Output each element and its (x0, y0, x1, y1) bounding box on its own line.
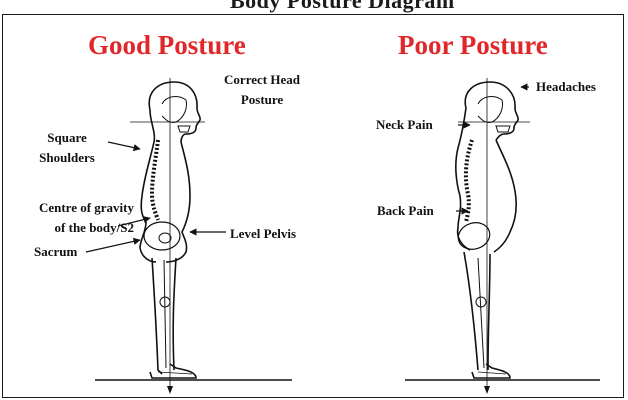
back-pain-label: Back Pain (377, 201, 434, 221)
plumb-arrow-icon (167, 386, 173, 394)
headaches-label: Headaches (536, 77, 596, 97)
poor-posture-heading: Poor Posture (398, 30, 548, 61)
correct-head-posture-label: Correct Head Posture (210, 70, 314, 110)
centre-of-gravity-label: Centre of gravity of the body/S2 (16, 198, 134, 238)
poor-posture-figure (405, 78, 600, 388)
sacrum-label: Sacrum (34, 242, 77, 262)
good-posture-heading: Good Posture (88, 30, 246, 61)
neck-pain-label: Neck Pain (376, 115, 433, 135)
level-pelvis-label: Level Pelvis (230, 224, 296, 244)
plumb-arrow-icon (484, 386, 490, 394)
square-shoulders-label: Square Shoulders (20, 128, 114, 168)
